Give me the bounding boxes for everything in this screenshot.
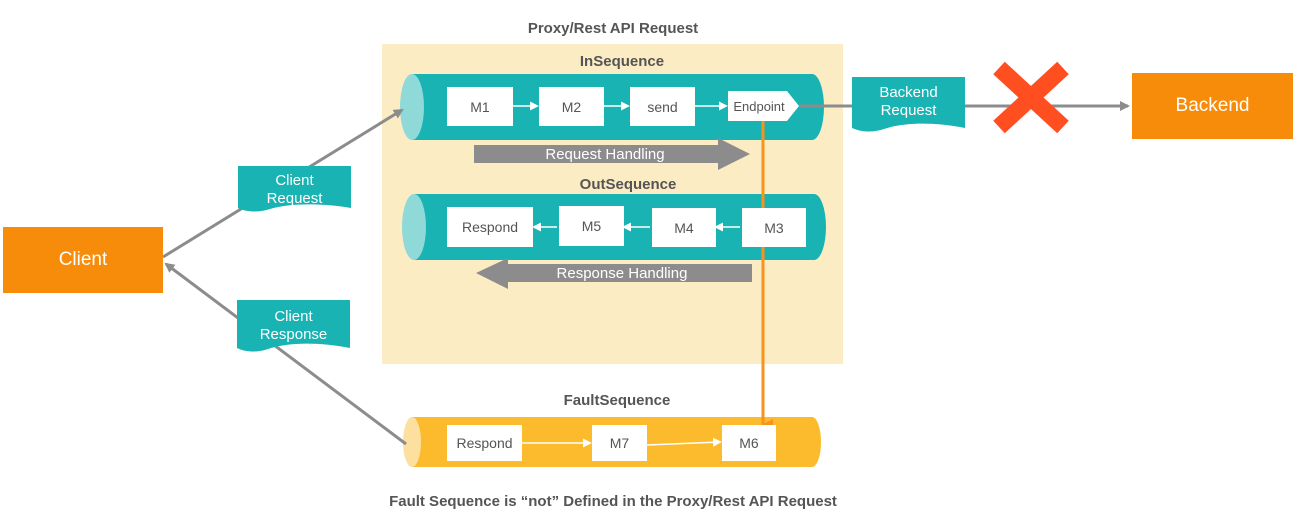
backend-request-label: Backend Request xyxy=(879,84,938,119)
out-mediator-m3: M3 xyxy=(742,208,806,247)
fault-mediator-m6: M6 xyxy=(722,425,776,461)
client-node: Client xyxy=(3,227,163,293)
in-mediator-m1: M1 xyxy=(447,87,513,126)
fault-sequence-title: FaultSequence xyxy=(563,392,671,409)
in-sequence-pipe xyxy=(400,74,824,140)
in-mediator-endpoint: Endpoint xyxy=(733,98,785,114)
backend-node: Backend xyxy=(1132,73,1293,139)
client-response-flag xyxy=(237,300,350,352)
fault-mediator-respond: Respond xyxy=(447,425,522,461)
client-request-flag xyxy=(238,166,351,212)
in-sequence-title: InSequence xyxy=(579,53,665,70)
cross-icon xyxy=(993,61,1069,134)
backend-request-flag xyxy=(852,77,965,132)
request-handling-arrow xyxy=(474,138,750,170)
out-mediator-m5: M5 xyxy=(559,206,624,246)
client-response-label: Client Response xyxy=(259,308,328,343)
in-mediator-send: send xyxy=(630,87,695,126)
proxy-title: Proxy/Rest API Request xyxy=(527,20,699,37)
in-mediator-m2: M2 xyxy=(539,87,604,126)
client-request-label: Client Request xyxy=(266,172,323,207)
fault-mediator-m7: M7 xyxy=(592,425,647,461)
caption: Fault Sequence is “not” Defined in the P… xyxy=(389,493,837,510)
endpoint-shape xyxy=(728,91,799,121)
response-handling-label: Response Handling xyxy=(556,265,688,282)
out-mediator-respond: Respond xyxy=(447,207,533,247)
out-sequence-title: OutSequence xyxy=(579,176,677,193)
response-handling-arrow xyxy=(476,258,752,289)
out-to-client-arrow xyxy=(164,262,407,446)
out-mediator-m4: M4 xyxy=(652,208,716,247)
request-handling-label: Request Handling xyxy=(545,146,665,163)
fault-flow-arrows xyxy=(522,437,722,448)
